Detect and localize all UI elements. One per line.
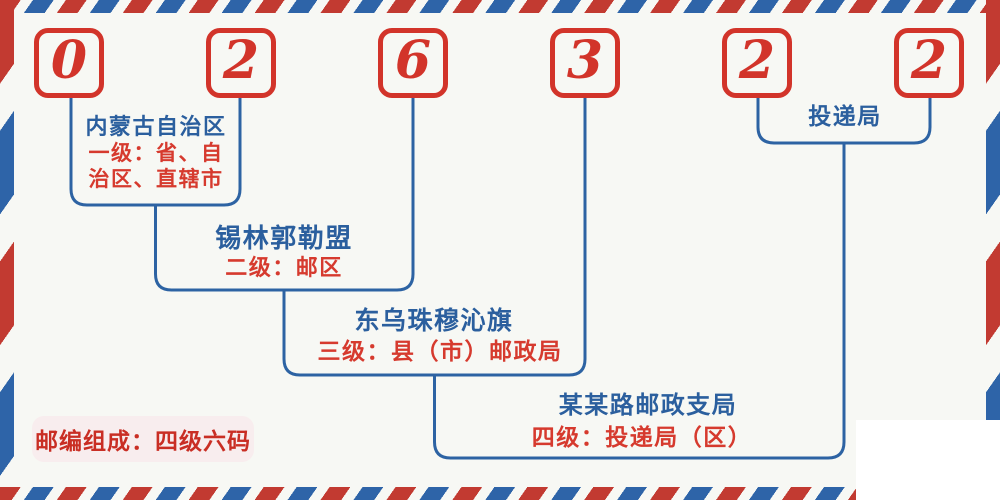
airmail-border-right	[986, 0, 1000, 500]
digit-box-1: 0	[34, 28, 104, 98]
level2-name: 锡林郭勒盟	[215, 223, 353, 253]
level4-bracket	[433, 143, 846, 460]
airmail-border-bottom	[0, 487, 1000, 500]
bottom-right-mask	[856, 420, 1000, 500]
delivery-bracket	[756, 97, 932, 145]
digit-box-3: 6	[378, 28, 448, 98]
level4-desc: 四级：投递局（区）	[531, 424, 753, 450]
level1-desc: 一级：省、自治区、直辖市	[88, 142, 224, 192]
level1-name: 内蒙古自治区	[85, 114, 227, 139]
airmail-border-left	[0, 0, 14, 500]
postcode-composition-badge: 邮编组成：四级六码	[32, 416, 254, 462]
digit-box-6: 2	[894, 28, 964, 98]
digit-box-5: 2	[722, 28, 792, 98]
delivery-office-label: 投递局	[808, 103, 882, 129]
level3-name: 东乌珠穆沁旗	[354, 307, 514, 335]
digit-box-2: 2	[206, 28, 276, 98]
level2-desc: 二级：邮区	[225, 255, 343, 280]
digit-box-4: 3	[550, 28, 620, 98]
level3-desc: 三级：县（市）邮政局	[317, 338, 563, 364]
airmail-border-top	[0, 0, 1000, 13]
level4-name: 某某路邮政支局	[558, 392, 738, 419]
